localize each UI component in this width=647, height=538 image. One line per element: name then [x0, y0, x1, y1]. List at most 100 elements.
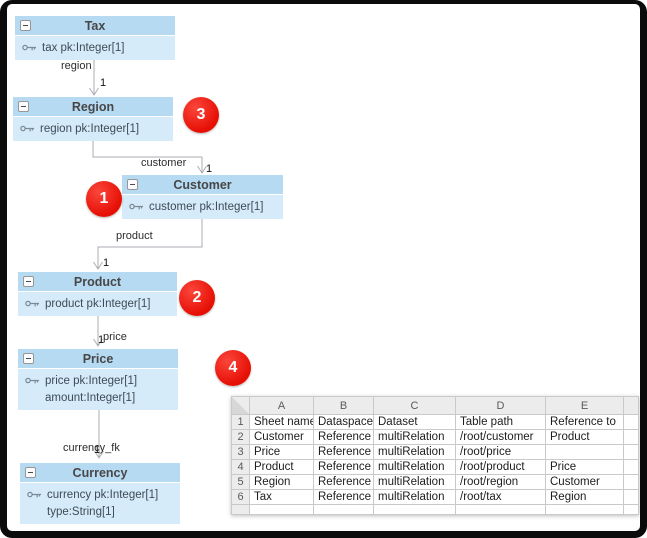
- entity-header: Product: [18, 272, 177, 292]
- cell-c5[interactable]: multiRelation: [374, 475, 456, 490]
- cell-c4[interactable]: multiRelation: [374, 460, 456, 475]
- step-badge-2: 2: [179, 280, 215, 316]
- attribute-row: region pk:Integer[1]: [20, 120, 169, 137]
- cell-d3[interactable]: /root/price: [456, 445, 546, 460]
- column-header-c[interactable]: C: [374, 397, 456, 415]
- entity-price[interactable]: Price price pk:Integer[1] amount:Integer…: [18, 349, 178, 410]
- attribute-row: price pk:Integer[1]: [25, 372, 174, 389]
- arrowhead-region: [89, 87, 99, 96]
- attribute-row: type:String[1]: [27, 503, 176, 520]
- collapse-icon[interactable]: [20, 20, 31, 31]
- row-header-3[interactable]: 3: [232, 445, 250, 460]
- cell-b1[interactable]: Dataspace: [314, 415, 374, 430]
- column-header-b[interactable]: B: [314, 397, 374, 415]
- cell-c1[interactable]: Dataset: [374, 415, 456, 430]
- cell-f3[interactable]: [624, 445, 639, 460]
- cell-c7[interactable]: [374, 505, 456, 515]
- arrowhead-currency: [94, 450, 104, 459]
- cell-a7[interactable]: [250, 505, 314, 515]
- cell-f6[interactable]: [624, 490, 639, 505]
- cell-e6[interactable]: Region: [546, 490, 624, 505]
- cell-c2[interactable]: multiRelation: [374, 430, 456, 445]
- collapse-icon[interactable]: [127, 179, 138, 190]
- cell-e3[interactable]: [546, 445, 624, 460]
- entity-header: Region: [13, 97, 173, 117]
- column-header-e[interactable]: E: [546, 397, 624, 415]
- column-header-d[interactable]: D: [456, 397, 546, 415]
- cell-b6[interactable]: Reference: [314, 490, 374, 505]
- cell-a2[interactable]: Customer: [250, 430, 314, 445]
- cell-d6[interactable]: /root/tax: [456, 490, 546, 505]
- row-header-4[interactable]: 4: [232, 460, 250, 475]
- entity-tax[interactable]: Tax tax pk:Integer[1]: [15, 16, 175, 60]
- column-header-a[interactable]: A: [250, 397, 314, 415]
- entity-product[interactable]: Product product pk:Integer[1]: [18, 272, 177, 316]
- cell-b5[interactable]: Reference: [314, 475, 374, 490]
- row-header-5[interactable]: 5: [232, 475, 250, 490]
- row-header-7-partial[interactable]: [232, 505, 250, 515]
- key-icon: [129, 203, 144, 210]
- cell-f5[interactable]: [624, 475, 639, 490]
- entity-currency[interactable]: Currency currency pk:Integer[1] type:Str…: [20, 463, 180, 524]
- multiplicity-label: 1: [100, 77, 107, 89]
- entity-region[interactable]: Region region pk:Integer[1]: [13, 97, 173, 141]
- cell-c6[interactable]: multiRelation: [374, 490, 456, 505]
- attribute-row: product pk:Integer[1]: [25, 295, 173, 312]
- key-icon: [20, 125, 35, 132]
- select-all-corner[interactable]: [232, 397, 250, 415]
- spreadsheet: A B C D E 1 Sheet name Dataspace Dataset…: [231, 396, 639, 515]
- collapse-icon[interactable]: [23, 276, 34, 287]
- row-header-6[interactable]: 6: [232, 490, 250, 505]
- cell-d2[interactable]: /root/customer: [456, 430, 546, 445]
- entity-title: Product: [73, 274, 122, 289]
- cell-b4[interactable]: Reference: [314, 460, 374, 475]
- multiplicity-label: 1: [94, 444, 101, 456]
- cell-a4[interactable]: Product: [250, 460, 314, 475]
- entity-body: price pk:Integer[1] amount:Integer[1]: [18, 369, 178, 410]
- cell-b2[interactable]: Reference: [314, 430, 374, 445]
- cell-d5[interactable]: /root/region: [456, 475, 546, 490]
- cell-e7[interactable]: [546, 505, 624, 515]
- attribute-row: currency pk:Integer[1]: [27, 486, 176, 503]
- connector-customer-product: [97, 218, 203, 268]
- collapse-icon[interactable]: [23, 353, 34, 364]
- row-header-1[interactable]: 1: [232, 415, 250, 430]
- column-header-f-partial[interactable]: [624, 397, 639, 415]
- cell-e4[interactable]: Price: [546, 460, 624, 475]
- cell-c3[interactable]: multiRelation: [374, 445, 456, 460]
- cell-b7[interactable]: [314, 505, 374, 515]
- attribute-text: type:String[1]: [47, 505, 115, 518]
- entity-body: currency pk:Integer[1] type:String[1]: [20, 483, 180, 524]
- attribute-row: amount:Integer[1]: [25, 389, 174, 406]
- entity-customer[interactable]: Customer customer pk:Integer[1]: [122, 175, 283, 219]
- key-icon: [22, 44, 37, 51]
- cell-b3[interactable]: Reference: [314, 445, 374, 460]
- cell-d7[interactable]: [456, 505, 546, 515]
- cell-a1[interactable]: Sheet name: [250, 415, 314, 430]
- cell-f7[interactable]: [624, 505, 639, 515]
- cell-e1[interactable]: Reference to: [546, 415, 624, 430]
- cell-d4[interactable]: /root/product: [456, 460, 546, 475]
- step-badge-4: 4: [215, 350, 251, 386]
- attribute-text: amount:Integer[1]: [45, 391, 136, 404]
- cell-a5[interactable]: Region: [250, 475, 314, 490]
- cell-e2[interactable]: Product: [546, 430, 624, 445]
- cell-a6[interactable]: Tax: [250, 490, 314, 505]
- cell-a3[interactable]: Price: [250, 445, 314, 460]
- connector-label-price: price: [103, 331, 127, 343]
- connector-label-product: product: [116, 230, 153, 242]
- cell-f1[interactable]: [624, 415, 639, 430]
- attribute-text: product pk:Integer[1]: [45, 297, 151, 310]
- key-icon: [27, 491, 42, 498]
- cell-e5[interactable]: Customer: [546, 475, 624, 490]
- collapse-icon[interactable]: [18, 101, 29, 112]
- cell-d1[interactable]: Table path: [456, 415, 546, 430]
- entity-header: Currency: [20, 463, 180, 483]
- cell-f4[interactable]: [624, 460, 639, 475]
- row-header-2[interactable]: 2: [232, 430, 250, 445]
- cell-f2[interactable]: [624, 430, 639, 445]
- entity-header: Customer: [122, 175, 283, 195]
- attribute-text: currency pk:Integer[1]: [47, 488, 159, 501]
- collapse-icon[interactable]: [25, 467, 36, 478]
